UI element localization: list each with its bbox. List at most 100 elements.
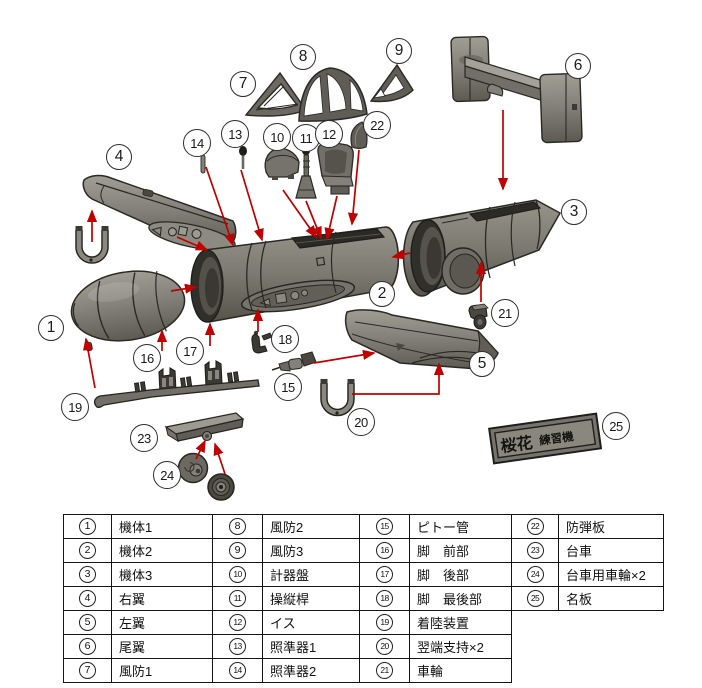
table-part-name-cell: 脚 後部 [410, 563, 512, 587]
table-part-name-cell: 風防1 [112, 659, 213, 683]
exploded-view-diagram: 桜花 練習機 [70, 35, 603, 501]
part-label-8: 8 [290, 44, 316, 70]
table-part-number-cell: 15 [360, 515, 410, 539]
table-part-number-cell: 17 [360, 563, 410, 587]
part-label-2: 2 [369, 281, 395, 307]
table-part-number-cell: 10 [213, 563, 263, 587]
table-part-name-cell: 尾翼 [112, 635, 213, 659]
table-part-name-cell: 名板 [559, 587, 664, 611]
table-part-number-cell: 11 [213, 587, 263, 611]
table-part-number-cell: 22 [512, 515, 559, 539]
part-label-15: 15 [274, 373, 302, 401]
part-fuselage-center [190, 226, 400, 323]
part-tail-unit [450, 35, 583, 144]
part-label-13: 13 [221, 120, 249, 148]
table-part-number-cell: 4 [64, 587, 112, 611]
table-part-number-cell: 13 [213, 635, 263, 659]
part-dolly [164, 412, 245, 443]
part-sight-1 [239, 146, 247, 169]
part-right-wing [82, 174, 237, 251]
part-leg-last [251, 330, 273, 354]
assembly-arrows [82, 110, 509, 475]
table-part-name-cell: 機体3 [112, 563, 213, 587]
table-part-name-cell: 着陸装置 [410, 611, 512, 635]
part-landing-skid [93, 371, 260, 409]
table-part-number-cell: 7 [64, 659, 112, 683]
part-dolly-wheels [177, 452, 235, 501]
table-part-name-cell: 防弾板 [559, 515, 664, 539]
table-part-number-cell: 12 [213, 611, 263, 635]
table-part-number-cell: 5 [64, 611, 112, 635]
table-part-name-cell: 脚 最後部 [410, 587, 512, 611]
part-sight-2 [200, 154, 206, 174]
part-canopy-2 [298, 67, 368, 122]
table-part-name-cell: 機体2 [112, 539, 213, 563]
table-part-number-cell: 24 [512, 563, 559, 587]
table-part-name-cell: 翌端支持×2 [410, 635, 512, 659]
table-part-name-cell: ピトー管 [410, 515, 512, 539]
part-label-25: 25 [602, 412, 630, 440]
part-label-16: 16 [133, 344, 161, 372]
table-part-name-cell: 照準器2 [263, 659, 360, 683]
part-label-6: 6 [565, 53, 591, 79]
nameplate-sub-text: 練習機 [538, 429, 575, 448]
table-part-number-cell: 23 [512, 539, 559, 563]
part-label-19: 19 [61, 393, 89, 421]
part-label-12: 12 [315, 120, 343, 148]
part-label-5: 5 [469, 351, 495, 377]
nameplate-main-text: 桜花 [499, 433, 533, 456]
table-part-number-cell: 14 [213, 659, 263, 683]
table-part-name-cell: 計器盤 [263, 563, 360, 587]
table-part-number-cell: 6 [64, 635, 112, 659]
table-part-name-cell: 台車 [559, 539, 664, 563]
table-part-number-cell: 9 [213, 539, 263, 563]
table-part-number-cell: 8 [213, 515, 263, 539]
part-label-21: 21 [491, 299, 519, 327]
part-label-17: 17 [176, 337, 204, 365]
table-part-number-cell: 25 [512, 587, 559, 611]
part-label-24: 24 [153, 461, 181, 489]
part-label-23: 23 [130, 424, 158, 452]
table-part-number-cell: 21 [360, 659, 410, 683]
part-label-4: 4 [106, 144, 132, 170]
part-fuselage-nose [70, 270, 186, 352]
table-part-name-cell: 左翼 [112, 611, 213, 635]
table-part-name-cell: 操縦桿 [263, 587, 360, 611]
part-label-20: 20 [347, 408, 375, 436]
part-instrument-panel [264, 147, 300, 180]
part-tail-wheel [468, 303, 489, 330]
table-part-name-cell: 右翼 [112, 587, 213, 611]
table-part-number-cell: 16 [360, 539, 410, 563]
table-part-number-cell: 18 [360, 587, 410, 611]
table-part-number-cell: 1 [64, 515, 112, 539]
part-label-14: 14 [183, 129, 211, 157]
part-label-9: 9 [386, 38, 412, 64]
table-part-name-cell: 風防3 [263, 539, 360, 563]
part-fuselage-tail [402, 199, 562, 297]
table-part-number-cell: 2 [64, 539, 112, 563]
part-wingtip-support-right [320, 379, 355, 417]
part-pitot-tube [271, 351, 317, 372]
table-part-name-cell: 風防2 [263, 515, 360, 539]
table-part-name-cell: 照準器1 [263, 635, 360, 659]
table-part-name-cell: 機体1 [112, 515, 213, 539]
table-part-number-cell: 20 [360, 635, 410, 659]
table-part-name-cell: 脚 前部 [410, 539, 512, 563]
part-control-stick [295, 147, 317, 199]
table-part-number-cell: 3 [64, 563, 112, 587]
part-label-18: 18 [271, 325, 299, 353]
part-label-3: 3 [561, 199, 587, 225]
table-part-number-cell: 19 [360, 611, 410, 635]
part-label-10: 10 [263, 123, 291, 151]
part-label-7: 7 [230, 71, 256, 97]
part-label-1: 1 [38, 315, 64, 341]
part-label-22: 22 [363, 111, 391, 139]
table-part-name-cell: イス [263, 611, 360, 635]
table-part-name-cell: 車輪 [410, 659, 512, 683]
part-wingtip-support-left [75, 226, 109, 264]
